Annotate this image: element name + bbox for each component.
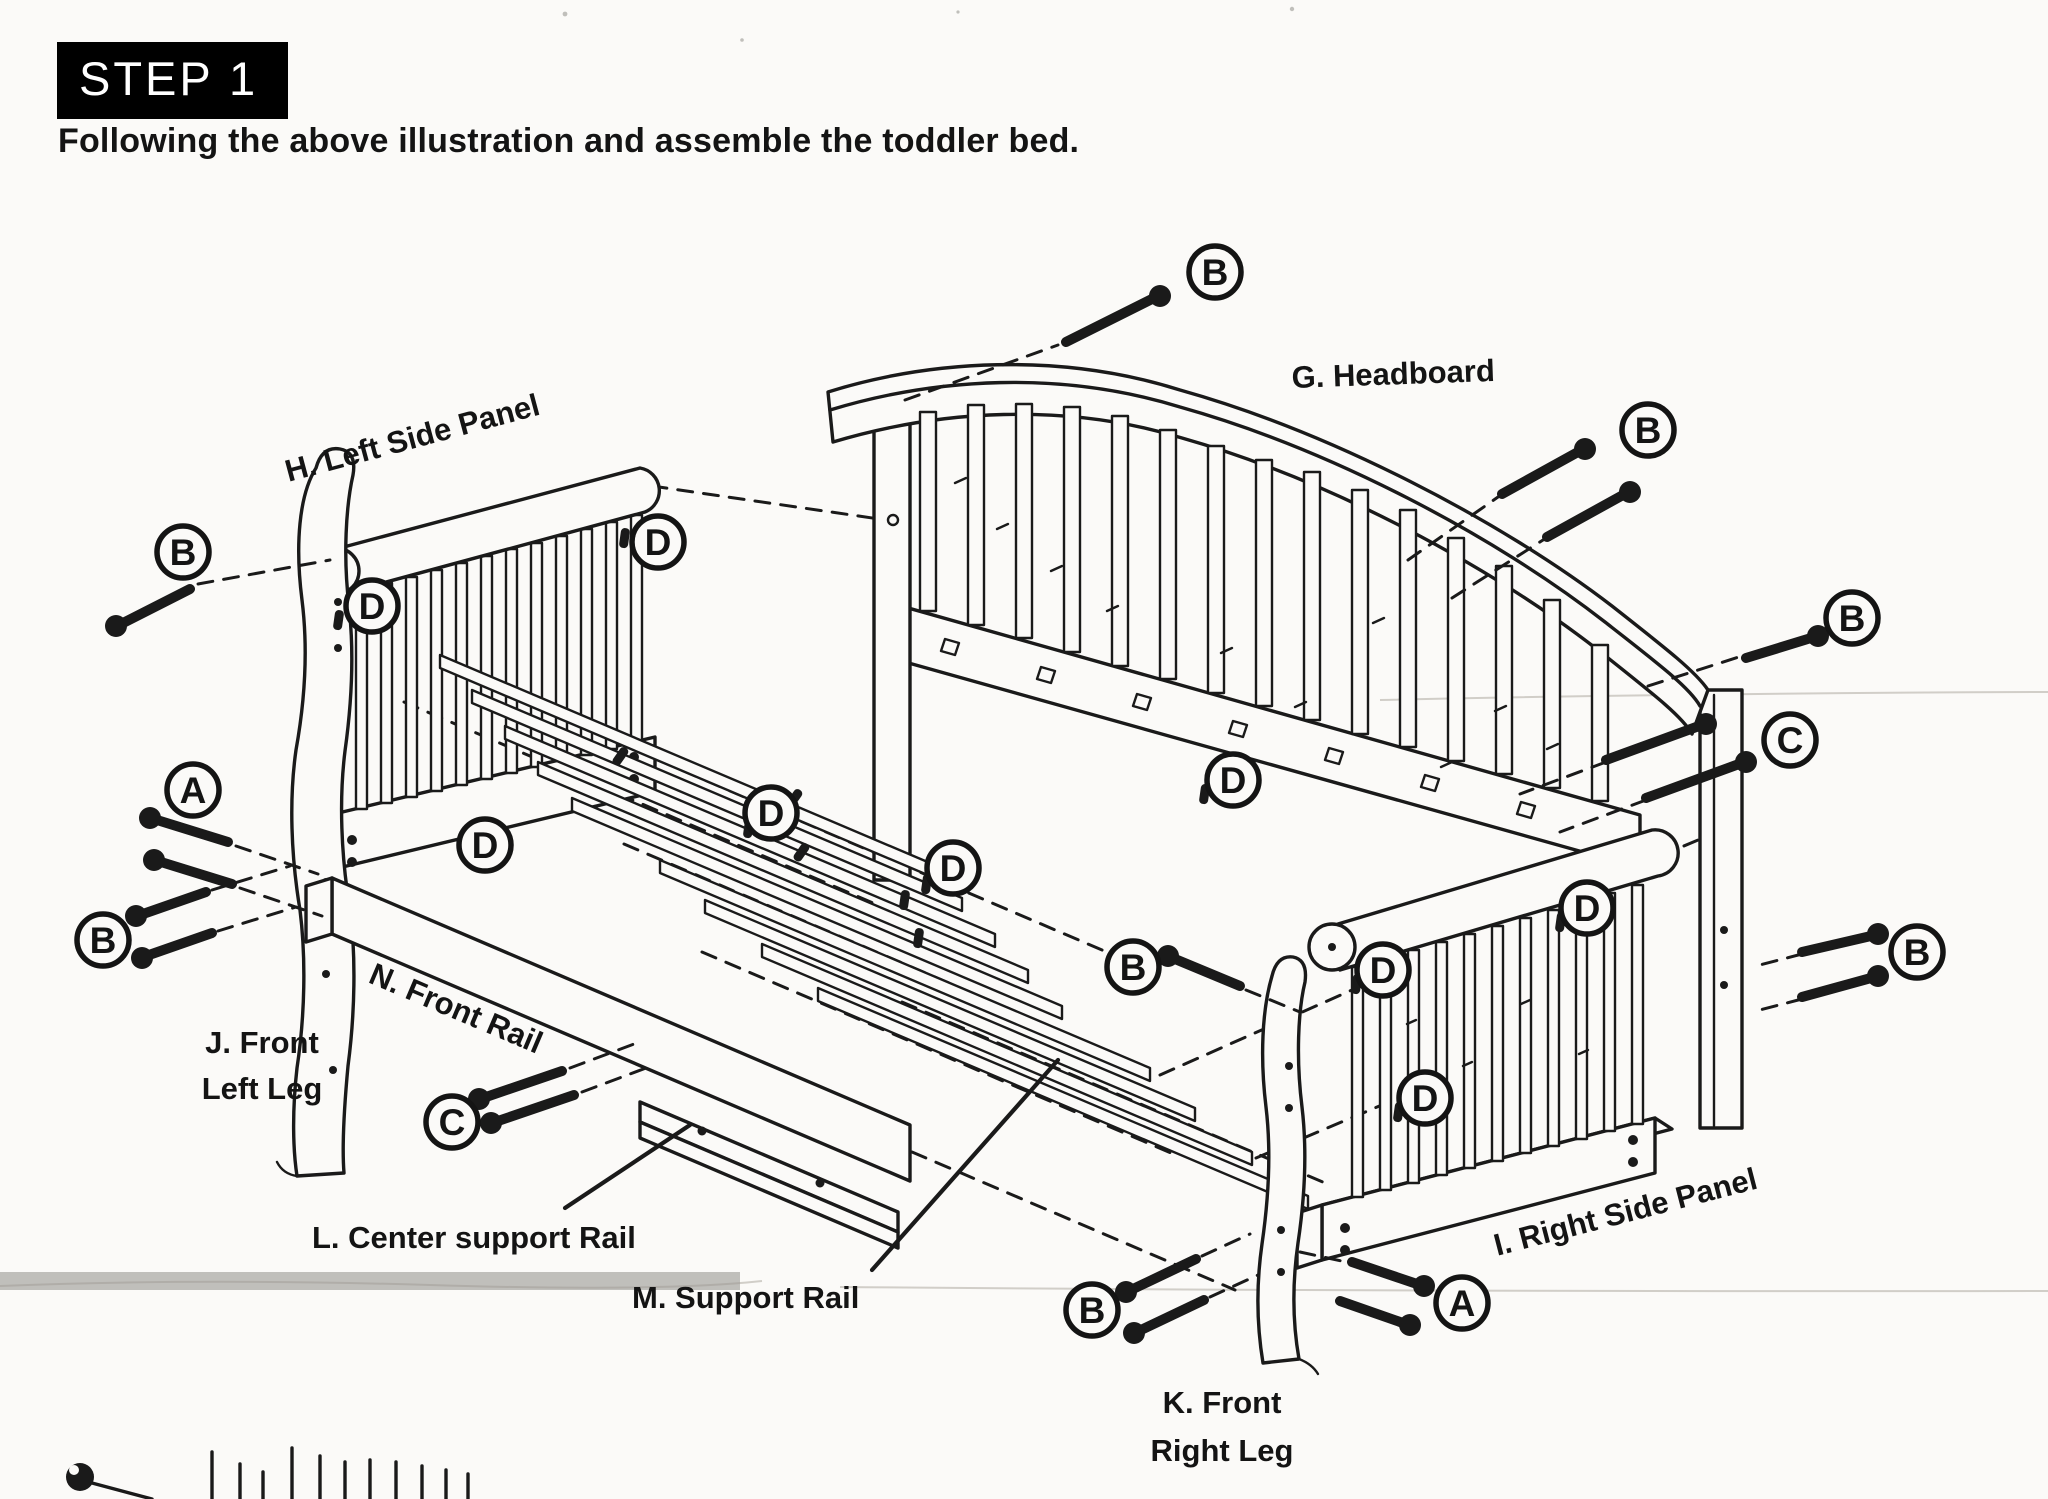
callout-b: B	[1888, 923, 1946, 981]
step-badge: STEP 1	[57, 42, 289, 119]
bolt-screw	[139, 807, 233, 847]
bolt-screw	[143, 849, 237, 889]
label-headboard: G. Headboard	[1291, 353, 1495, 395]
bolt-screw	[1123, 1295, 1209, 1344]
svg-text:D: D	[758, 793, 785, 834]
svg-text:D: D	[359, 586, 386, 627]
front-left-leg-group	[275, 446, 356, 1178]
bolt-screw	[1741, 625, 1829, 663]
bolt-screw	[1115, 1254, 1201, 1303]
bolt-screw	[125, 887, 211, 927]
front-right-leg-group	[1256, 955, 1320, 1376]
headboard-right-post	[1698, 688, 1744, 1130]
svg-text:B: B	[1079, 1290, 1106, 1331]
callout-d: D	[456, 816, 514, 874]
svg-text:B: B	[1904, 932, 1931, 973]
callout-c: C	[423, 1093, 481, 1151]
callout-b: B	[1063, 1281, 1121, 1339]
svg-text:A: A	[1449, 1283, 1476, 1324]
callout-a: A	[164, 761, 222, 819]
svg-text:C: C	[439, 1102, 466, 1143]
bolt-screw	[131, 928, 217, 969]
label-left-side-panel: H. Left Side Panel	[281, 387, 543, 489]
callout-c: C	[1761, 711, 1819, 769]
svg-text:D: D	[1220, 760, 1247, 801]
svg-text:B: B	[1202, 252, 1229, 293]
label-front-left-leg-line1: J. Front	[205, 1025, 319, 1060]
front-left-leg	[290, 446, 356, 1178]
svg-text:B: B	[90, 920, 117, 961]
label-front-left-leg-line2: Left Leg	[202, 1071, 323, 1106]
svg-text:C: C	[1777, 720, 1804, 761]
bolt-screw	[1335, 1296, 1421, 1336]
callout-b: B	[1186, 243, 1244, 301]
support-slats-group	[438, 653, 1310, 1211]
wood-grain-ticks	[953, 476, 1560, 769]
svg-text:D: D	[1574, 888, 1601, 929]
bolt-screw	[1542, 481, 1641, 542]
label-leader-lines	[562, 1057, 1061, 1273]
svg-text:B: B	[1120, 947, 1147, 988]
callout-d: D	[1204, 751, 1262, 809]
callout-d: D	[629, 513, 687, 571]
svg-text:D: D	[1412, 1078, 1439, 1119]
right-panel-top-rail	[1336, 828, 1680, 972]
svg-text:D: D	[940, 848, 967, 889]
headboard-group	[826, 362, 1744, 1130]
callout-d: D	[343, 577, 401, 635]
headboard-left-post	[872, 416, 912, 882]
bolt-screw	[1157, 945, 1245, 991]
callout-b: B	[74, 911, 132, 969]
label-center-support-rail: L. Center support Rail	[312, 1220, 636, 1255]
callout-d: D	[1396, 1069, 1454, 1127]
next-figure-partial	[66, 1446, 470, 1499]
bolt-screw	[1497, 438, 1596, 499]
fastener-dashes	[196, 343, 1804, 1299]
svg-text:A: A	[180, 770, 207, 811]
svg-text:B: B	[1839, 598, 1866, 639]
svg-text:D: D	[472, 825, 499, 866]
scan-artifacts	[0, 6, 2048, 1293]
headboard-slats	[918, 402, 1610, 803]
svg-text:B: B	[1635, 410, 1662, 451]
callout-d: D	[742, 784, 800, 842]
callout-b: B	[1104, 938, 1162, 996]
callout-b: B	[1823, 589, 1881, 647]
svg-text:D: D	[1370, 950, 1397, 991]
bolt-screw	[1641, 751, 1757, 803]
callout-d: D	[1354, 941, 1412, 999]
svg-text:B: B	[170, 532, 197, 573]
bolt-screw	[1347, 1257, 1435, 1297]
bolt-screw	[105, 584, 195, 637]
callout-b: B	[1619, 401, 1677, 459]
callout-d: D	[1558, 879, 1616, 937]
rail-holes	[939, 637, 1537, 820]
bolt-screws	[105, 285, 1889, 1344]
fastener-callouts: B B B C B B A B C B B A D D D D D D D D …	[74, 243, 1946, 1339]
left-panel-top-rail	[338, 466, 662, 596]
bolt-screw	[1601, 713, 1717, 765]
center-support-rail-group	[638, 1100, 900, 1250]
bolt-screw	[480, 1090, 579, 1134]
callout-b: B	[154, 523, 212, 581]
front-right-leg	[1256, 955, 1308, 1365]
svg-text:D: D	[645, 522, 672, 563]
callout-a: A	[1433, 1274, 1491, 1332]
bolt-screw	[1797, 965, 1889, 1002]
front-rail	[330, 876, 912, 1183]
bolt-screw	[1061, 285, 1171, 347]
callout-d: D	[924, 839, 982, 897]
right-side-panel-group	[1295, 828, 1680, 1270]
label-front-right-leg-line1: K. Front	[1163, 1385, 1282, 1420]
bolt-screw	[1797, 923, 1889, 957]
label-support-rail: M. Support Rail	[632, 1280, 859, 1315]
right-panel-slats	[1350, 883, 1645, 1199]
front-rail-group	[304, 876, 912, 1183]
instruction-text: Following the above illustration and ass…	[58, 122, 1080, 160]
label-front-right-leg-line2: Right Leg	[1151, 1433, 1294, 1468]
